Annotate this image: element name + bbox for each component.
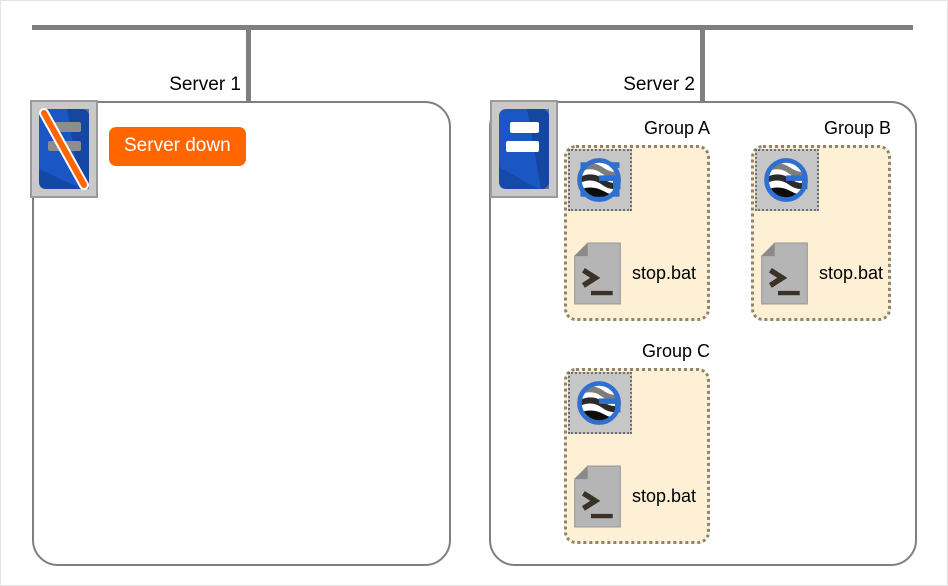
network-drop-server-1 <box>246 25 251 101</box>
group-b-label: Group B <box>823 118 891 138</box>
status-badge: Server down <box>109 127 246 166</box>
bat-file-icon <box>574 242 621 305</box>
globe-g-icon[interactable] <box>755 149 819 211</box>
network-bus-line <box>32 25 913 30</box>
group-a-label: Group A <box>643 118 710 138</box>
file-row[interactable]: stop.bat <box>760 242 883 305</box>
bat-file-icon <box>761 242 808 305</box>
globe-g-icon[interactable] <box>568 149 632 211</box>
file-row[interactable]: stop.bat <box>573 242 696 305</box>
file-name: stop.bat <box>632 263 697 283</box>
bat-file-icon <box>574 465 621 528</box>
file-name: stop.bat <box>819 263 884 283</box>
server-1-label: Server 1 <box>169 74 241 95</box>
network-drop-server-2 <box>700 25 705 101</box>
server-1-container[interactable] <box>32 101 451 566</box>
group-c-label: Group C <box>641 341 710 361</box>
file-name: stop.bat <box>632 486 697 506</box>
file-row[interactable]: stop.bat <box>573 465 696 528</box>
server-icon[interactable] <box>490 100 558 198</box>
server-2-label: Server 2 <box>623 74 695 95</box>
server-down-icon[interactable] <box>30 100 98 198</box>
globe-g-icon[interactable] <box>568 372 632 434</box>
